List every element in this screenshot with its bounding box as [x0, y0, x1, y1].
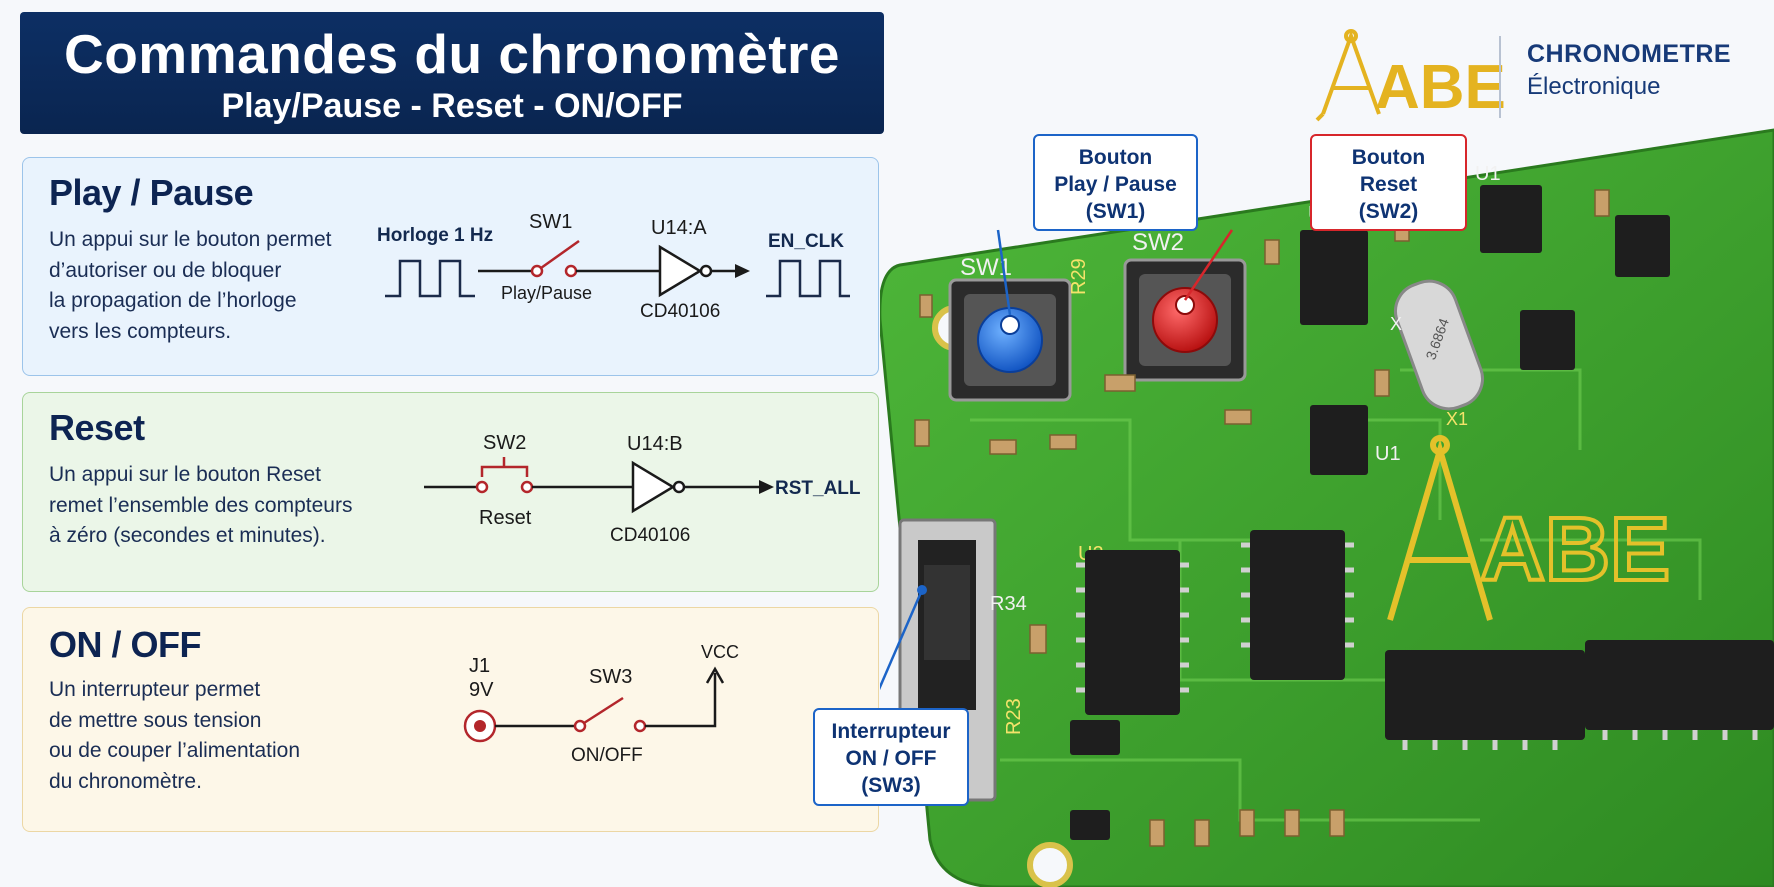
card-description: Un interrupteur permet de mettre sous te…	[49, 675, 300, 797]
callout-line: Play / Pause	[1054, 173, 1177, 196]
callout-line-sw1	[996, 229, 1012, 316]
desc-line: la propagation de l’horloge	[49, 289, 297, 312]
output-label: EN_CLK	[768, 231, 844, 252]
desc-line: du chronomètre.	[49, 769, 202, 793]
pcb-logo-text: ABE	[1480, 500, 1670, 600]
gate-ref: U14:B	[627, 433, 683, 455]
vcc-label: VCC	[701, 642, 739, 662]
crystal-x1: 3.6864	[1394, 279, 1484, 411]
desc-line: vers les compteurs.	[49, 319, 232, 343]
switch-ref: SW3	[589, 666, 632, 688]
switch-lever	[583, 696, 624, 725]
callout-line: Bouton	[1078, 146, 1153, 169]
card-on-off: ON / OFF Un interrupteur permet de mettr…	[22, 607, 879, 832]
card-title: Play / Pause	[49, 172, 254, 213]
switch-contact	[475, 480, 489, 494]
silk-u1-c: U1	[1475, 163, 1501, 185]
inverter-gate	[631, 460, 676, 514]
page-title: Commandes du chronomètre	[63, 23, 840, 85]
desc-line: à zéro (secondes et minutes).	[49, 524, 326, 547]
switch-contact	[573, 719, 587, 733]
desc-line: de mettre sous tension	[49, 708, 262, 732]
clock-input-label: Horloge 1 Hz	[377, 225, 493, 246]
sw2-button	[1123, 258, 1247, 382]
silk-sw2: SW2	[1132, 229, 1184, 256]
callout-line: Reset	[1359, 173, 1418, 196]
card-reset: Reset Un appui sur le bouton Reset remet…	[22, 392, 879, 592]
gate-part: CD40106	[640, 301, 720, 322]
silk-r29: R29	[1068, 258, 1090, 295]
abe-logo-icon	[1315, 29, 1381, 122]
brand-tagline: Électronique	[1527, 73, 1661, 100]
pushbutton-bar	[480, 465, 529, 477]
switch-lever	[540, 239, 580, 270]
callout-line: (SW2)	[1358, 200, 1419, 223]
callout-line-sw3	[880, 589, 924, 691]
brand-text: CHRONOMETRE Électronique	[1527, 40, 1731, 101]
callout-line: Interrupteur	[831, 720, 951, 743]
switch-label: ON/OFF	[571, 745, 643, 766]
desc-line: Un appui sur le bouton Reset	[49, 463, 322, 486]
silk-r34: R34	[990, 593, 1027, 615]
arrow-head	[759, 480, 774, 494]
ic-pins	[1076, 542, 1758, 750]
switch-contact	[633, 719, 647, 733]
callout-line: (SW1)	[1085, 200, 1146, 223]
output-waveform	[766, 259, 850, 298]
clock-waveform	[385, 259, 475, 298]
switch-contact	[564, 264, 578, 278]
output-label: RST_ALL	[775, 478, 861, 499]
callout-sw1: Bouton Play / Pause (SW1)	[1033, 134, 1198, 231]
callout-line: ON / OFF	[845, 747, 937, 770]
logo-text: ABE	[1375, 53, 1506, 122]
desc-line: Un interrupteur permet	[49, 678, 261, 701]
pcb-abe-logo	[1387, 435, 1493, 621]
desc-line: ou de couper l’alimentation	[49, 739, 300, 762]
vcc-arrow	[705, 666, 725, 684]
page-subtitle: Play/Pause - Reset - ON/OFF	[221, 86, 683, 125]
jack-ref: J1	[469, 655, 490, 677]
pcb-board: SW1 SW2 R29 R34 R23 U2	[880, 128, 1774, 887]
silk-r23: R23	[1003, 698, 1025, 735]
ic-chips	[1070, 185, 1774, 840]
card-title: ON / OFF	[49, 624, 202, 665]
gate-part: CD40106	[610, 525, 690, 546]
card-title: Reset	[49, 407, 145, 448]
desc-line: Un appui sur le bouton permet	[49, 228, 332, 251]
desc-line: remet l’ensemble des compteurs	[49, 493, 353, 517]
jack-voltage: 9V	[469, 679, 494, 701]
switch-ref: SW2	[483, 432, 526, 454]
reset-schematic: SW2 Reset U14:B CD40106 RST_ALL	[424, 432, 861, 546]
brand-name: CHRONOMETRE	[1527, 40, 1732, 68]
switch-label: Reset	[479, 507, 532, 529]
sw1-button	[948, 278, 1072, 402]
gate-ref: U14:A	[651, 217, 707, 239]
callout-sw3: Interrupteur ON / OFF (SW3)	[813, 708, 969, 806]
on-off-schematic: J1 9V SW3 ON/OFF VCC	[463, 642, 739, 766]
silk-x: X	[1390, 314, 1402, 334]
brand-logo: ABE	[1315, 29, 1506, 122]
desc-line: d’autoriser ou de bloquer	[49, 258, 282, 282]
mount-hole	[1027, 842, 1073, 887]
callout-sw2: Bouton Reset (SW2)	[1310, 134, 1467, 231]
switch-contact	[520, 480, 534, 494]
silk-u1-b: U1	[1375, 443, 1401, 465]
card-description: Un appui sur le bouton Reset remet l’ens…	[49, 460, 352, 552]
arrow-head	[735, 264, 750, 278]
card-play-pause: Play / Pause Un appui sur le bouton perm…	[22, 157, 879, 376]
switch-ref: SW1	[529, 211, 572, 233]
card-description: Un appui sur le bouton permet d’autorise…	[49, 225, 332, 347]
inverter-gate	[658, 244, 703, 298]
switch-label: Play/Pause	[501, 283, 592, 303]
callout-line: (SW3)	[861, 774, 921, 797]
play-pause-schematic: Horloge 1 Hz SW1 Play/Pause U14:A CD4010…	[377, 211, 850, 322]
callout-line: Bouton	[1351, 146, 1426, 169]
switch-contact	[530, 264, 544, 278]
callout-line-sw2	[1183, 229, 1234, 301]
silk-x1: X1	[1446, 409, 1468, 429]
header-banner: Commandes du chronomètre Play/Pause - Re…	[20, 12, 884, 134]
